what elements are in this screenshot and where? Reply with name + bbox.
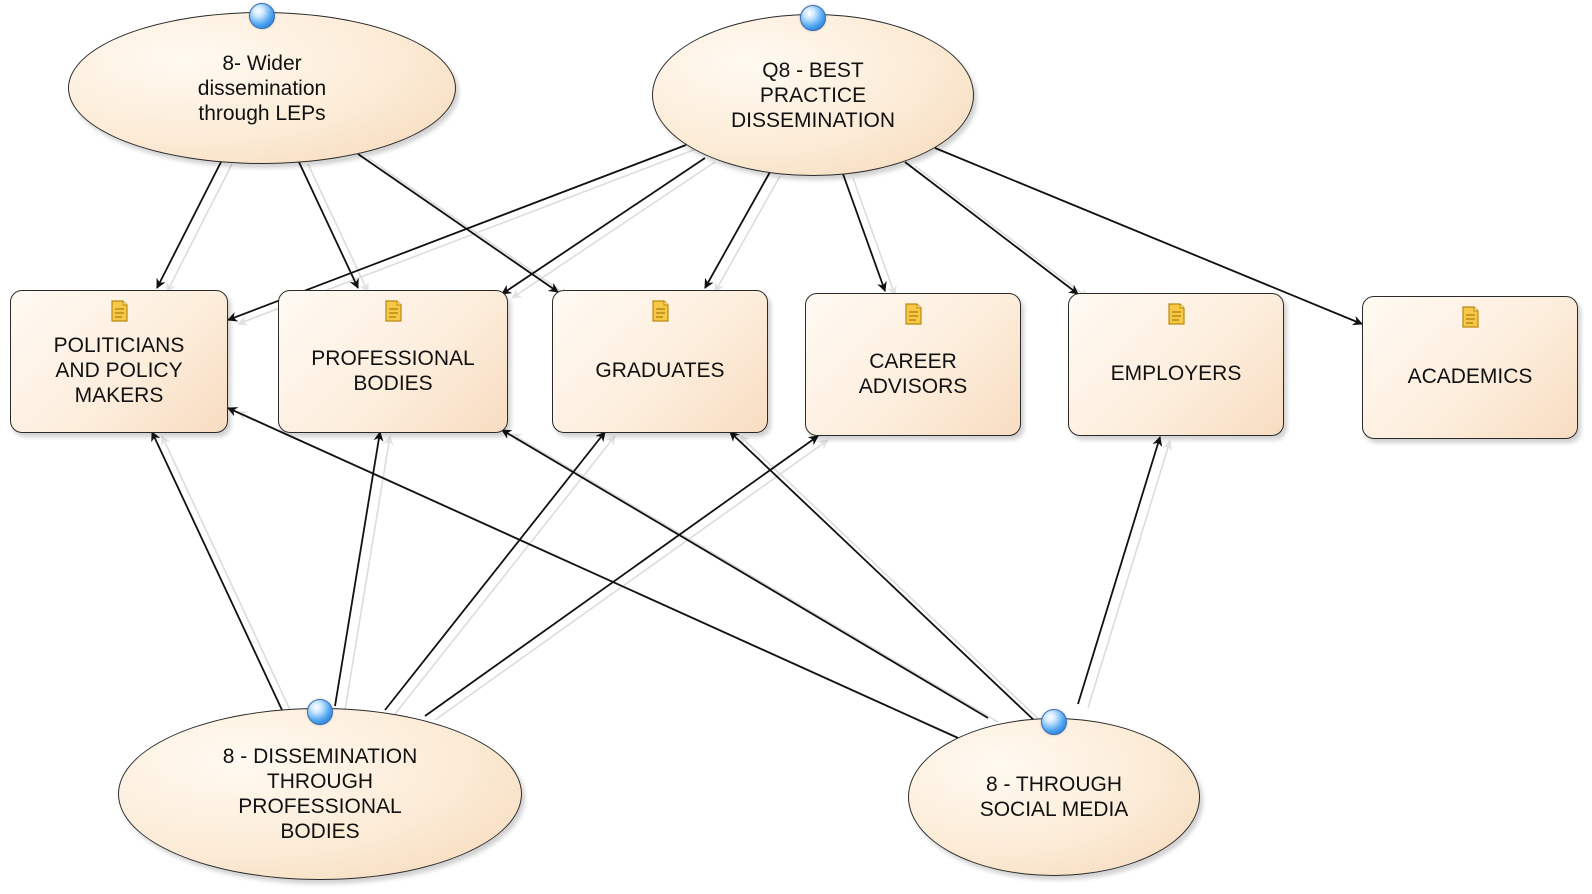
note-icon [1166, 302, 1186, 326]
node-label: Q8 - BEST PRACTICE DISSEMINATION [730, 58, 896, 132]
globe-icon [307, 699, 333, 725]
note-icon [1460, 305, 1480, 329]
node-label: 8 - DISSEMINATION THROUGH PROFESSIONAL B… [222, 745, 418, 843]
edge-profdiss-to-politicians[interactable] [151, 431, 283, 711]
note-icon [109, 299, 129, 323]
node-label: ACADEMICS [1407, 365, 1533, 388]
edge-group [151, 144, 1363, 739]
globe-icon [1041, 709, 1067, 735]
note-icon [383, 299, 403, 323]
node-label: EMPLOYERS [1110, 362, 1242, 385]
globe-icon [800, 5, 826, 31]
edge-shadow-wider-to-professional [307, 163, 369, 293]
node-label: GRADUATES [595, 359, 725, 382]
edge-profdiss-to-career[interactable] [424, 435, 819, 717]
edge-shadow-profdiss-to-politicians [161, 435, 293, 715]
edge-shadow-wider-to-graduates [367, 157, 569, 297]
edge-shadow-wider-to-politicians [166, 163, 233, 293]
edge-social-to-politicians[interactable] [227, 407, 959, 739]
edge-q8-to-career[interactable] [842, 173, 887, 292]
edge-shadow-social-to-professional [511, 433, 999, 723]
edge-shadow-social-to-employers [1087, 440, 1173, 709]
node-career-advisors[interactable]: CAREER ADVISORS [805, 293, 1021, 436]
node-label: PROFESSIONAL BODIES [311, 346, 475, 395]
node-dissemination-through-professional-bodies[interactable]: 8 - DISSEMINATION THROUGH PROFESSIONAL B… [118, 699, 522, 880]
node-q8-best-practice-dissemination[interactable]: Q8 - BEST PRACTICE DISSEMINATION [652, 5, 974, 176]
node-academics[interactable]: ACADEMICS [1362, 296, 1578, 439]
edge-social-to-graduates[interactable] [729, 431, 1039, 725]
node-through-social-media[interactable]: 8 - THROUGH SOCIAL MEDIA [908, 709, 1200, 876]
edge-shadow-q8-to-career [852, 177, 897, 296]
node-label: CAREER ADVISORS [858, 349, 968, 398]
node-employers[interactable]: EMPLOYERS [1068, 293, 1284, 436]
edge-profdiss-to-professional[interactable] [334, 431, 384, 707]
edge-shadow-q8-to-professional [511, 161, 716, 299]
edge-shadow-profdiss-to-career [434, 439, 829, 721]
note-icon [903, 302, 923, 326]
node-label: 8 - THROUGH SOCIAL MEDIA [979, 773, 1129, 821]
edge-q8-to-professional[interactable] [501, 157, 706, 295]
edge-shadow-q8-to-graduates [714, 175, 781, 293]
edge-q8-to-academics[interactable] [934, 147, 1363, 326]
edge-social-to-professional[interactable] [501, 429, 989, 719]
node-wider-dissemination-leps[interactable]: 8- Wider dissemination through LEPs [68, 3, 456, 164]
edge-shadow-profdiss-to-professional [344, 435, 394, 711]
node-graduates[interactable]: GRADUATES [552, 290, 768, 433]
node-politicians-and-policy-makers[interactable]: POLITICIANS AND POLICY MAKERS [10, 290, 228, 433]
edge-wider-to-politicians[interactable] [156, 159, 223, 289]
note-icon [650, 299, 670, 323]
globe-icon [249, 3, 275, 29]
edge-wider-to-graduates[interactable] [357, 153, 559, 293]
edge-q8-to-employers[interactable] [904, 161, 1079, 295]
node-label: 8- Wider dissemination through LEPs [197, 51, 327, 125]
edge-wider-to-professional[interactable] [297, 159, 359, 289]
edge-shadow-profdiss-to-graduates [394, 435, 616, 715]
node-label: POLITICIANS AND POLICY MAKERS [53, 334, 185, 407]
node-professional-bodies[interactable]: PROFESSIONAL BODIES [278, 290, 508, 433]
edge-social-to-employers[interactable] [1077, 436, 1163, 705]
edge-shadow-q8-to-employers [914, 165, 1089, 299]
edge-profdiss-to-graduates[interactable] [384, 431, 606, 711]
edge-q8-to-graduates[interactable] [704, 171, 771, 289]
edge-shadow-social-to-graduates [739, 435, 1049, 729]
